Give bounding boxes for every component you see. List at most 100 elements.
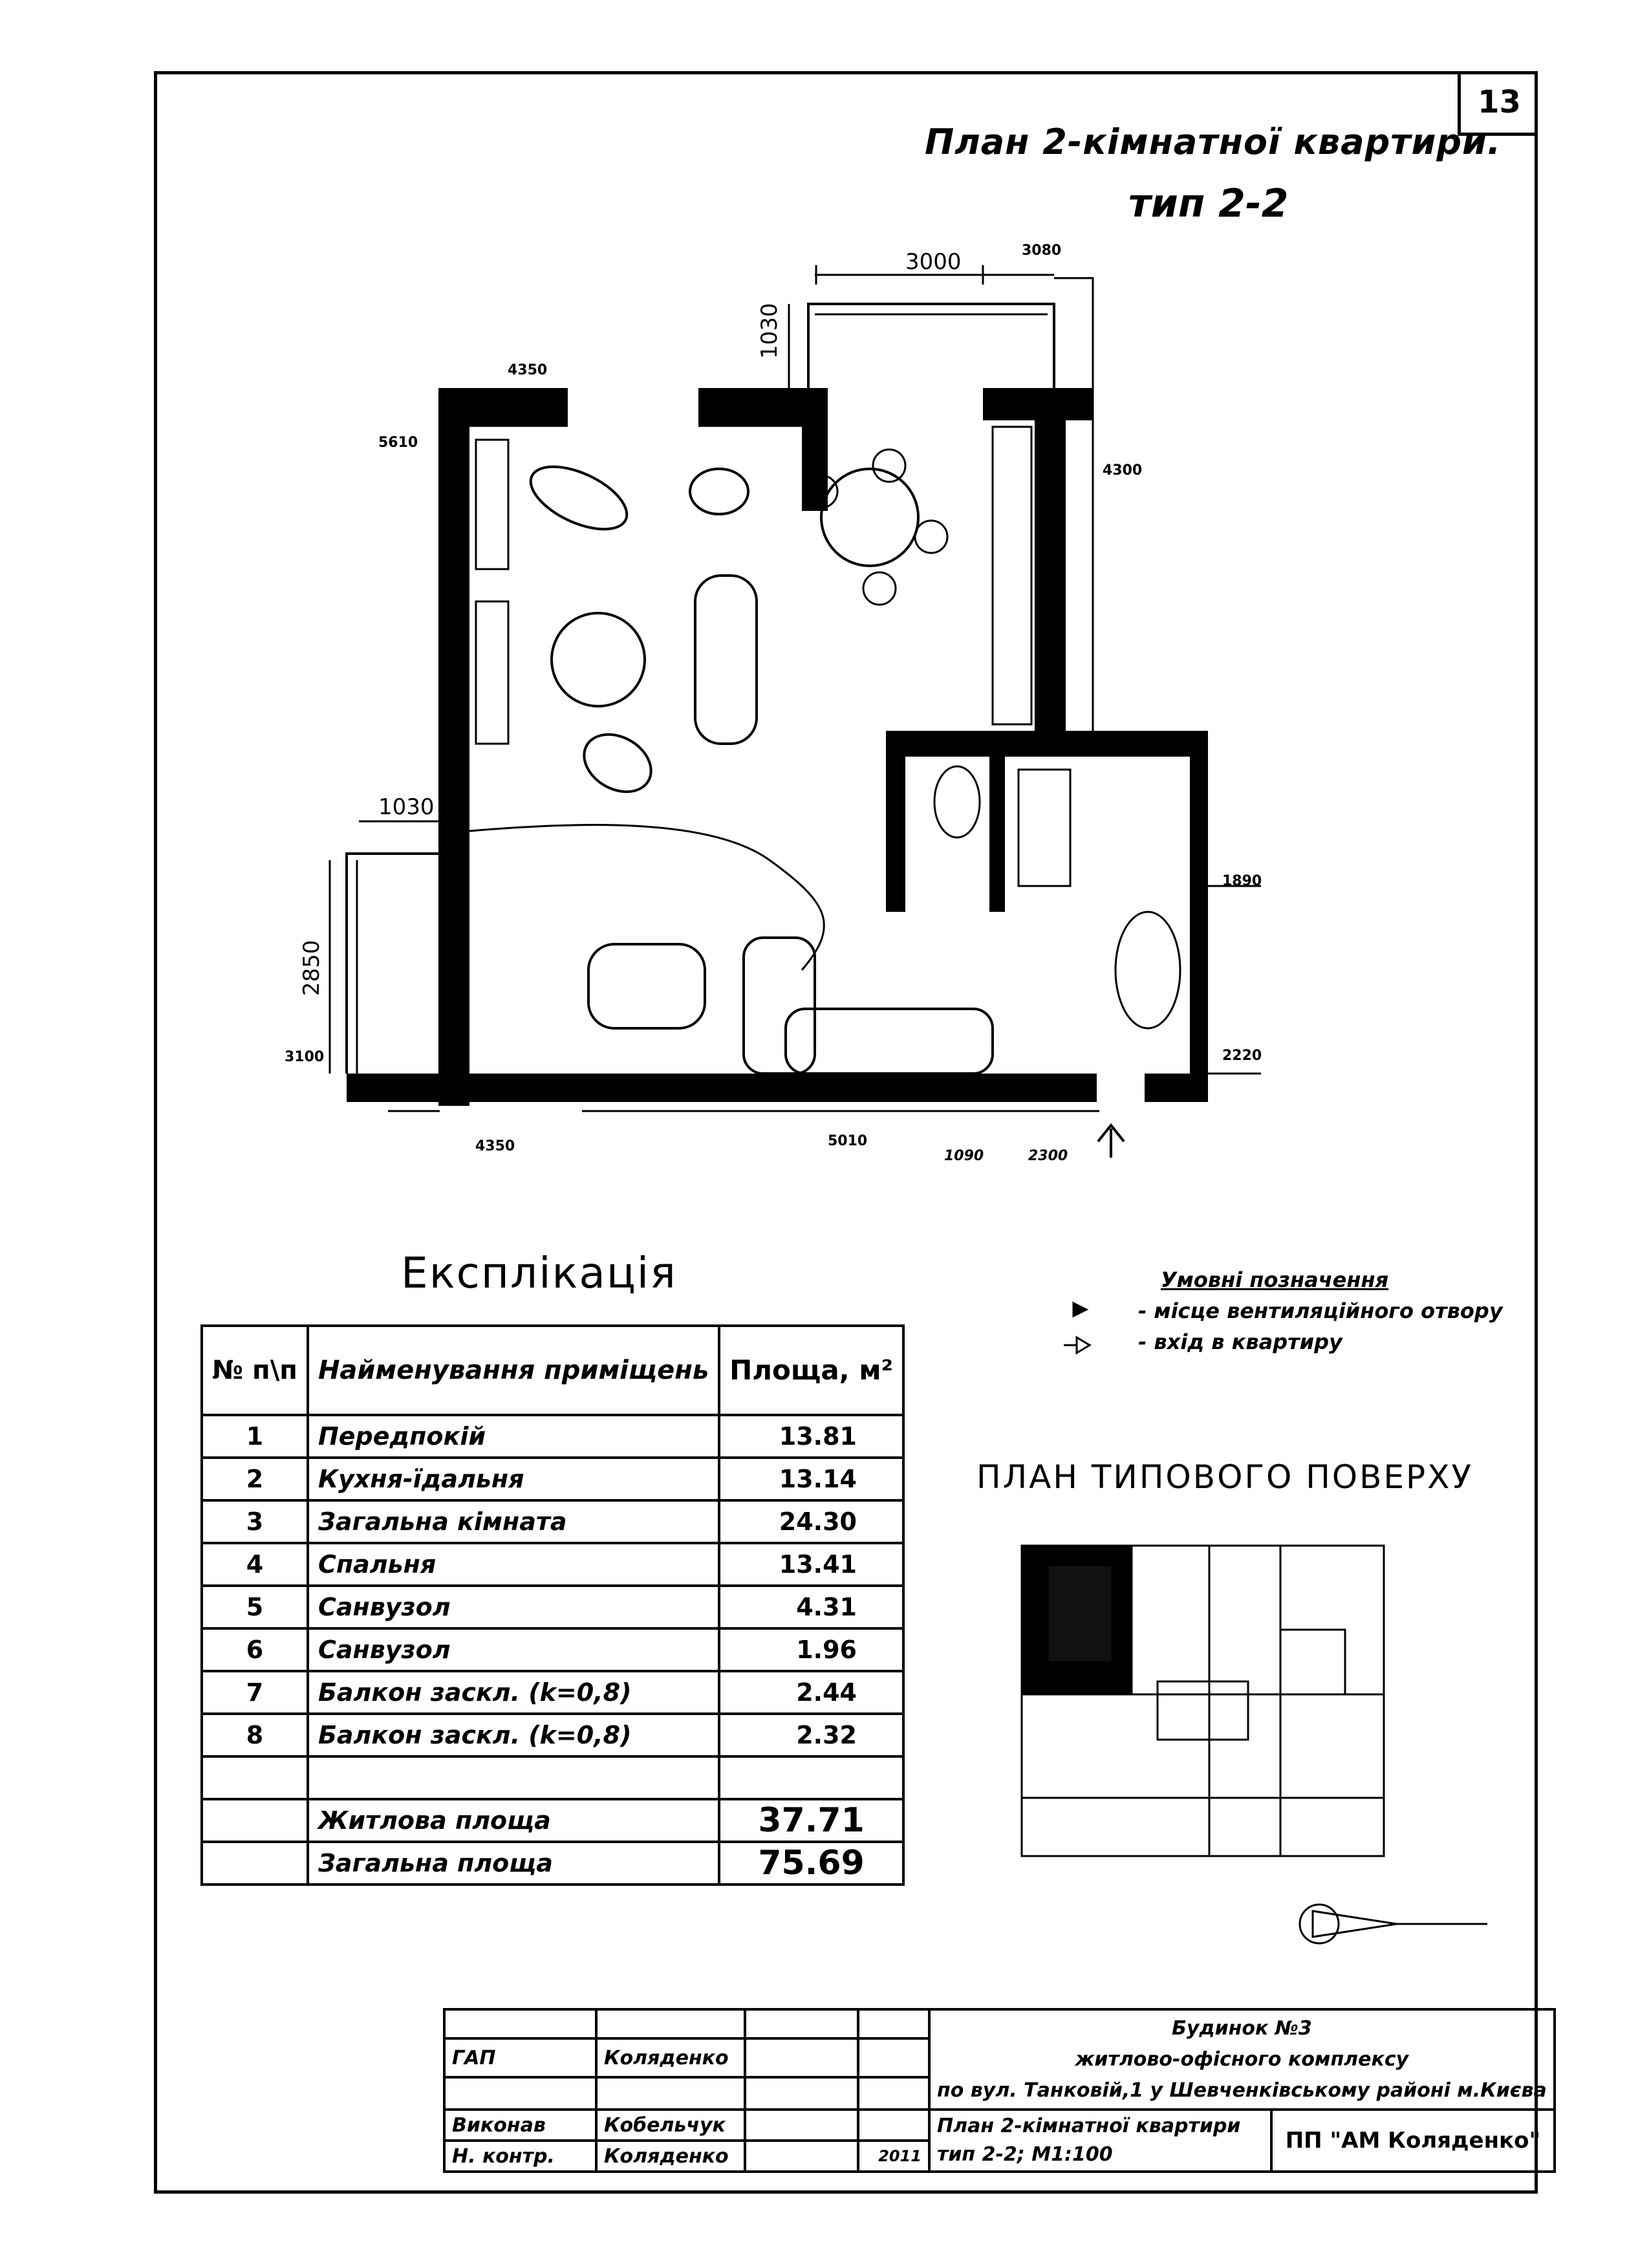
stamp-nkontr-name: Коляденко [595, 2139, 746, 2173]
row-area: 4.31 [718, 1584, 905, 1630]
typical-floor-plan-diagram [1020, 1544, 1385, 1857]
living-area-value: 37.71 [718, 1798, 905, 1843]
table-row: 7 Балкон заскл. (k=0,8) 2.44 [200, 1670, 905, 1715]
table-header-row: № п\п Найменування приміщень Площа, м² [200, 1324, 905, 1416]
stamp-nkontr-label: Н. контр. [443, 2139, 598, 2173]
typical-floor-title: ПЛАН ТИПОВОГО ПОВЕРХУ [976, 1458, 1473, 1496]
dim-1030-balcony: 1030 [378, 794, 435, 820]
explication-table: № п\п Найменування приміщень Площа, м² 1… [200, 1324, 905, 1886]
coffee-table [550, 612, 646, 707]
row-name: Передпокій [306, 1414, 721, 1459]
balcony-left-outline [345, 852, 438, 1074]
dim-1030-top: 1030 [757, 303, 782, 359]
row-num: 4 [200, 1542, 309, 1587]
dim-2850: 2850 [299, 940, 325, 996]
table-row: 4 Спальня 13.41 [200, 1542, 905, 1587]
wall-left [438, 388, 469, 1106]
wall-bath-top [886, 731, 1206, 757]
row-area: 13.14 [718, 1456, 905, 1502]
wall-partition-bath [886, 737, 905, 912]
row-name: Загальна кімната [306, 1499, 721, 1544]
balcony-top-outline [807, 303, 1055, 388]
plan-subtitle: тип 2-2 [1128, 181, 1289, 226]
row-name: Балкон заскл. (k=0,8) [306, 1670, 721, 1715]
row-area: 1.96 [718, 1627, 905, 1672]
page-number: 13 [1458, 71, 1538, 136]
wall-balcony-bottom [347, 1074, 469, 1102]
stamp-gap-name: Коляденко [595, 2037, 746, 2079]
project-line1: Будинок №3 [1171, 2016, 1312, 2040]
row-num: 2 [200, 1456, 309, 1502]
legend-item-vent: - місце вентиляційного отвору [1106, 1299, 1503, 1323]
dim-2300: 2300 [1028, 1148, 1068, 1164]
sheet-info: План 2-кімнатної квартири тип 2-2; М1:10… [927, 2108, 1273, 2173]
drawing-frame [154, 71, 1538, 2194]
explication-title: Експлікація [401, 1248, 677, 1298]
row-name: Спальня [306, 1542, 721, 1587]
wall-bottom-right [1145, 1074, 1208, 1102]
table-row-total-area: Загальна площа 75.69 [200, 1841, 905, 1886]
row-num: 7 [200, 1670, 309, 1715]
company-name: ПП "АМ Коляденко" [1270, 2108, 1556, 2173]
legend-entry-label: - вхід в квартиру [1138, 1330, 1342, 1354]
dim-3100: 3100 [285, 1049, 325, 1065]
stamp-vykonav-name: Кобельчук [595, 2108, 746, 2142]
project-line2: житлово-офісного комплексу [1075, 2047, 1409, 2071]
wall-partition-bath2 [989, 757, 1005, 912]
dim-3080: 3080 [1022, 243, 1062, 259]
vent-symbol-icon [1072, 1301, 1089, 1318]
title-block: Будинок №3 житлово-офісного комплексу по… [443, 2008, 1556, 2173]
row-area: 24.30 [718, 1499, 905, 1544]
total-area-label: Загальна площа [306, 1841, 721, 1886]
divider-curve [469, 824, 825, 971]
dim-2220: 2220 [1222, 1048, 1262, 1064]
header-area: Площа, м² [718, 1324, 905, 1416]
legend: Умовні позначення - місце вентиляційного… [1067, 1268, 1503, 1354]
dining-table [820, 468, 920, 567]
north-arrow-icon [1299, 1903, 1487, 1945]
bed [784, 1008, 994, 1075]
living-area-label: Житлова площа [306, 1798, 721, 1843]
dim-5610: 5610 [378, 435, 418, 451]
sofa [694, 574, 758, 745]
wall-right-bath [1190, 731, 1208, 1093]
row-area: 13.41 [718, 1542, 905, 1587]
header-num: № п\п [200, 1324, 309, 1416]
legend-vent-label: - місце вентиляційного отвору [1138, 1299, 1503, 1323]
table-row: 1 Передпокій 13.81 [200, 1414, 905, 1459]
legend-title: Умовні позначення [1161, 1268, 1389, 1292]
dim-5010: 5010 [828, 1133, 868, 1149]
row-num: 6 [200, 1627, 309, 1672]
wall-right-kitchen [1035, 420, 1066, 731]
row-area: 13.81 [718, 1414, 905, 1459]
row-area: 2.32 [718, 1712, 905, 1758]
table-row-living-area: Житлова площа 37.71 [200, 1798, 905, 1843]
table-row: 3 Загальна кімната 24.30 [200, 1499, 905, 1544]
plan-title: План 2-кімнатної квартири. [925, 122, 1502, 162]
project-info: Будинок №3 житлово-офісного комплексу по… [928, 2008, 1556, 2111]
table-row-empty [200, 1755, 905, 1800]
header-name: Найменування приміщень [306, 1324, 721, 1416]
stamp-vykonav-label: Виконав [443, 2108, 598, 2142]
dim-4350-bottom: 4350 [475, 1138, 515, 1154]
table-row: 2 Кухня-їдальня 13.14 [200, 1456, 905, 1502]
row-num: 8 [200, 1712, 309, 1758]
wall-top-living [438, 388, 568, 427]
dim-1890: 1890 [1222, 873, 1262, 889]
dim-4300: 4300 [1103, 462, 1143, 479]
wall-bottom [347, 1074, 1097, 1102]
row-num: 5 [200, 1584, 309, 1630]
table-row: 8 Балкон заскл. (k=0,8) 2.32 [200, 1712, 905, 1758]
dim-3000: 3000 [905, 249, 962, 275]
sheet-line1: План 2-кімнатної квартири [937, 2115, 1241, 2137]
legend-item-entry: - вхід в квартиру [1106, 1330, 1503, 1354]
sheet-line2: тип 2-2; М1:100 [937, 2143, 1113, 2166]
stamp-year: 2011 [857, 2139, 931, 2173]
table-row: 5 Санвузол 4.31 [200, 1584, 905, 1630]
row-area: 2.44 [718, 1670, 905, 1715]
row-name: Балкон заскл. (k=0,8) [306, 1712, 721, 1758]
row-name: Санвузол [306, 1627, 721, 1672]
table-row: 6 Санвузол 1.96 [200, 1627, 905, 1672]
row-num: 3 [200, 1499, 309, 1544]
